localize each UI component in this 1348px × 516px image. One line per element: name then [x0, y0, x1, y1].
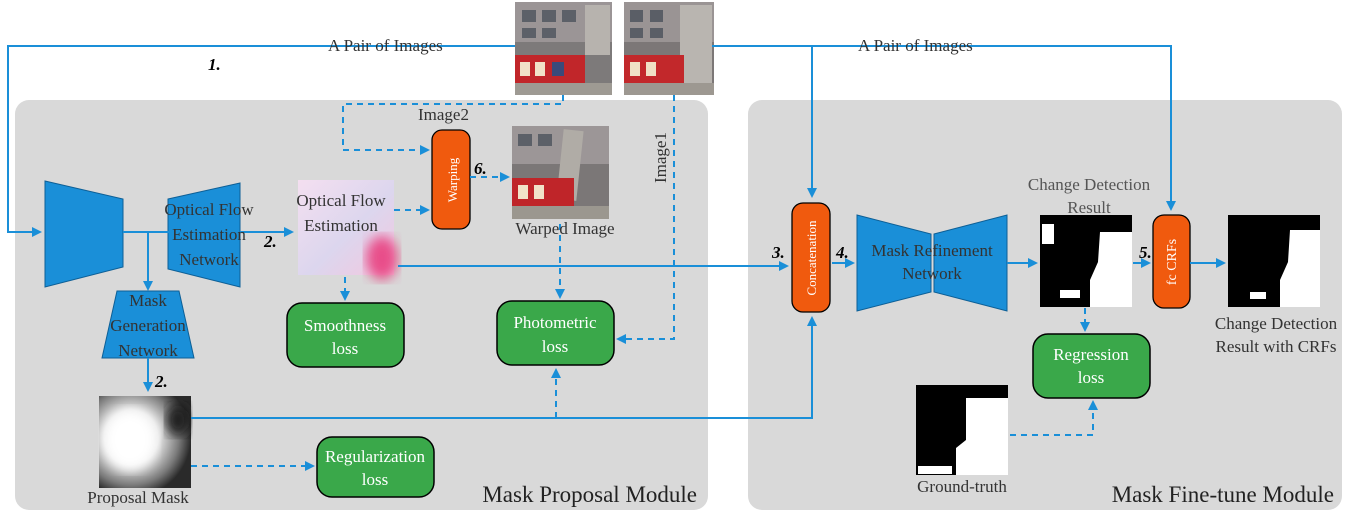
cd-result-label-2: Result	[1067, 198, 1111, 217]
regression-loss-box	[1032, 333, 1151, 399]
refinement-decoder	[933, 214, 1008, 312]
flow-est-label-1: Optical Flow	[296, 191, 386, 210]
optical-flow-image	[298, 180, 398, 280]
mask-finetune-title: Mask Fine-tune Module	[1112, 482, 1334, 507]
regression-text-2: loss	[1078, 368, 1104, 387]
flow-est-label-2: Estimation	[304, 216, 378, 235]
warped-image-thumbnail	[512, 126, 609, 219]
regularization-text-2: loss	[362, 470, 388, 489]
change-detection-result-image	[1040, 215, 1132, 307]
concatenation-box	[791, 202, 831, 313]
step-2b: 2.	[154, 372, 168, 391]
proposal-mask-label: Proposal Mask	[87, 488, 189, 507]
proposal-mask-image	[99, 396, 191, 488]
concatenation-text: Concatenation	[804, 220, 819, 296]
refine-label-2: Network	[902, 264, 962, 283]
photometric-text-1: Photometric	[513, 313, 597, 332]
ground-truth-label: Ground-truth	[917, 477, 1007, 496]
smoothness-text-2: loss	[332, 339, 358, 358]
refine-label-1: Mask Refinement	[871, 241, 993, 260]
regularization-text-1: Regularization	[325, 447, 426, 466]
optical-flow-decoder	[167, 182, 241, 288]
pair-left-label: A Pair of Images	[328, 36, 443, 55]
image2-label: Image2	[418, 105, 469, 124]
regression-text-1: Regression	[1053, 345, 1129, 364]
step-3: 3.	[771, 243, 785, 262]
photometric-loss-box	[496, 300, 615, 366]
warping-text: Warping	[445, 157, 460, 202]
solid-arrows	[7, 45, 1226, 419]
dashed-arrows	[191, 95, 1098, 471]
step-1: 1.	[208, 55, 221, 74]
mask-gen-label-2: Generation	[110, 316, 186, 335]
refinement-encoder	[856, 214, 932, 312]
cd-crf-label-2: Result with CRFs	[1216, 337, 1337, 356]
mask-gen-label-1: Mask	[129, 291, 167, 310]
flow-net-label-2: Estimation	[172, 225, 246, 244]
cd-result-label-1: Change Detection	[1028, 175, 1151, 194]
step-2a: 2.	[263, 232, 277, 251]
mask-gen-label-3: Network	[118, 341, 178, 360]
pair-right-label: A Pair of Images	[858, 36, 973, 55]
image1-label: Image1	[651, 132, 670, 183]
encoder-network	[44, 180, 124, 288]
smoothness-text-1: Smoothness	[304, 316, 386, 335]
flow-net-label-3: Network	[179, 250, 239, 269]
cd-crf-label-1: Change Detection	[1215, 314, 1338, 333]
mask-proposal-title: Mask Proposal Module	[482, 482, 697, 507]
warping-box	[431, 129, 471, 230]
photometric-text-2: loss	[542, 337, 568, 356]
step-5: 5.	[1139, 243, 1152, 262]
warped-image-label: Warped Image	[515, 219, 614, 238]
flow-net-label-1: Optical Flow	[164, 200, 254, 219]
step-4: 4.	[835, 243, 849, 262]
fc-crfs-text: fc CRFs	[1165, 239, 1180, 285]
regularization-loss-box	[316, 436, 435, 498]
image2-thumbnail	[515, 2, 612, 95]
smoothness-loss-box	[286, 302, 405, 368]
fc-crfs-box	[1152, 214, 1191, 309]
step-6: 6.	[474, 159, 487, 178]
ground-truth-image	[916, 385, 1008, 475]
crf-result-image	[1228, 215, 1320, 307]
image1-thumbnail	[624, 2, 714, 95]
mask-generation-network	[101, 290, 195, 359]
